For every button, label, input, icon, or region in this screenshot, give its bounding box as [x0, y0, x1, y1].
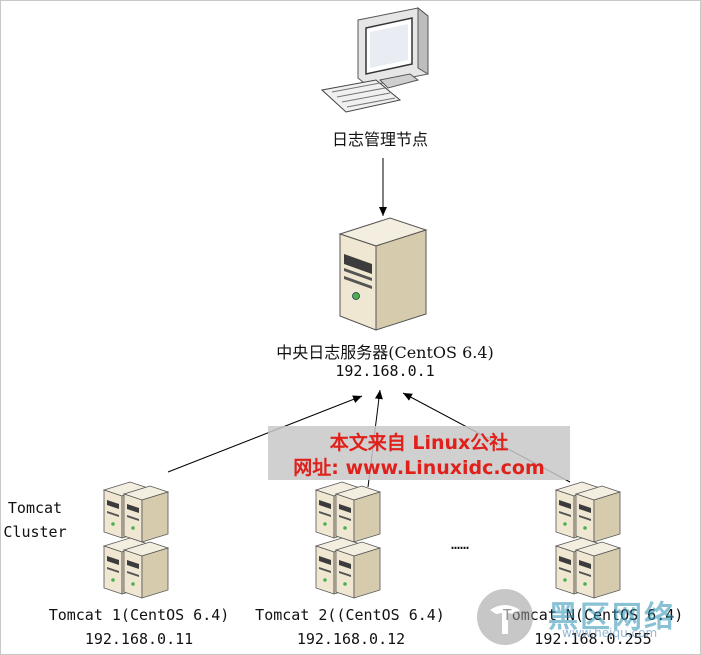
watermark-line1: 本文来自 Linux公社: [329, 432, 509, 454]
tomcat2-ip: 192.168.0.12: [296, 630, 406, 648]
ellipsis: ……: [450, 535, 470, 553]
central-server-label: 中央日志服务器(CentOS 6.4): [276, 343, 494, 362]
central-server-ip: 192.168.0.1: [335, 362, 435, 380]
tomcat1-cluster-icon: [100, 470, 180, 600]
cluster-label-line1: Tomcat: [7, 499, 63, 517]
logo-emblem-icon: [477, 589, 533, 645]
tomcatN-cluster-icon: [552, 470, 632, 600]
watermark-line2: 网址: www.Linuxidc.com: [293, 457, 545, 479]
tomcatN-ip: 192.168.0.255: [534, 630, 652, 648]
tomcatN-label: Tomcat N(CentOS 6.4): [502, 606, 684, 624]
logo-text: 黑区网络: [548, 600, 676, 635]
tomcat1-ip: 192.168.0.11: [84, 630, 194, 648]
watermark-banner: 本文来自 Linux公社 网址: www.Linuxidc.com: [268, 426, 570, 480]
server-icon: [338, 217, 428, 331]
site-logo: 黑区网络 www.heiqu.com: [468, 586, 698, 648]
mgmt-node-label: 日志管理节点: [331, 130, 428, 149]
logo-subtext: www.heiqu.com: [562, 626, 658, 640]
arrow-tomcat1-to-central: [167, 395, 363, 473]
workstation-icon: [320, 6, 429, 113]
tomcat2-label: Tomcat 2((CentOS 6.4): [255, 606, 445, 624]
tomcat2-cluster-icon: [312, 470, 392, 600]
tomcat1-label: Tomcat 1(CentOS 6.4): [48, 606, 230, 624]
cluster-label-line2: Cluster: [3, 523, 67, 541]
